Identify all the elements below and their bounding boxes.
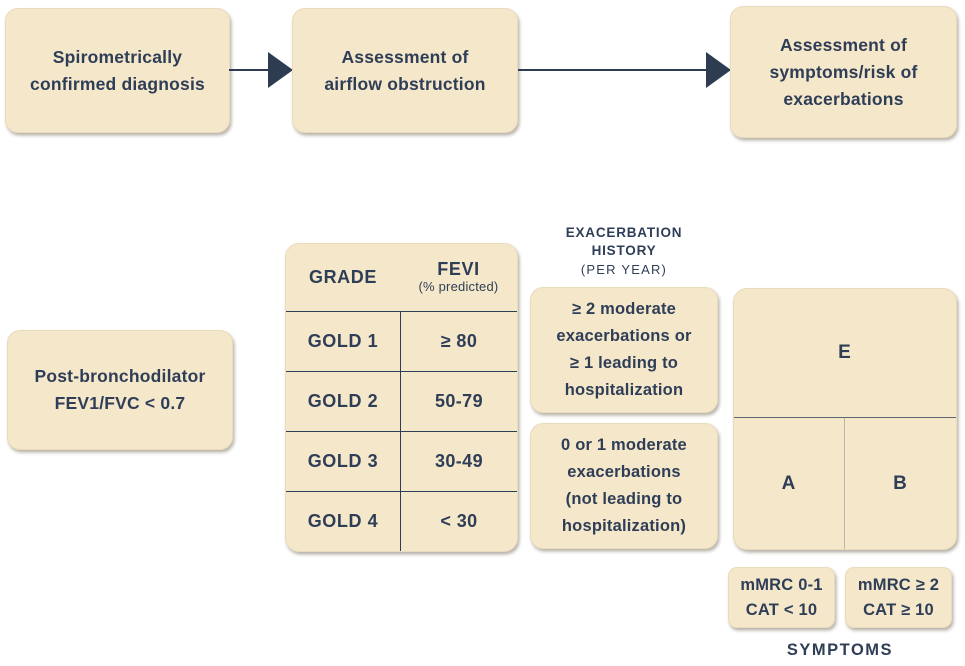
high-exacerbation-risk-label: ≥ 2 moderate exacerbations or ≥ 1 leadin… [556, 300, 692, 399]
table-row: GOLD 3 30-49 [286, 432, 517, 492]
gold-3-grade-cell: GOLD 3 [286, 432, 401, 491]
high-symptoms-box: mMRC ≥ 2 CAT ≥ 10 [845, 567, 952, 628]
abe-group-b-label: B [893, 472, 908, 494]
exacerbation-history-title: EXACERBATION HISTORY [565, 225, 683, 258]
low-exacerbation-risk-label: 0 or 1 moderate exacerbations (not leadi… [561, 436, 687, 535]
table-row: GOLD 4 < 30 [286, 492, 517, 551]
low-symptoms-box: mMRC 0-1 CAT < 10 [728, 567, 835, 628]
high-exacerbation-risk-box: ≥ 2 moderate exacerbations or ≥ 1 leadin… [530, 287, 718, 413]
abe-assessment-grid: E A B [733, 288, 957, 550]
gold-table-fev-header-title: FEVI [437, 259, 480, 279]
post-bronchodilator-box: Post-bronchodilator FEV1/FVC < 0.7 [7, 330, 233, 450]
exacerbation-history-subtitle: (PER YEAR) [580, 262, 668, 277]
gold-4-fev-cell: < 30 [440, 511, 478, 531]
flow-step-airflow-box: Assessment of airflow obstruction [292, 8, 518, 133]
gold-table-grade-header: GRADE [308, 267, 377, 287]
symptoms-axis-label: SYMPTOMS [786, 641, 894, 659]
flow-step-symptoms-label: Assessment of symptoms/risk of exacerbat… [769, 34, 918, 109]
abe-group-a-cell: A [734, 418, 845, 549]
flow-arrow-1-line [229, 68, 271, 71]
gold-2-fev-cell: 50-79 [434, 391, 484, 411]
abe-group-e-label: E [838, 342, 852, 363]
gold-table-fev-header-sub: (% predicted) [418, 279, 499, 294]
gold-table-header-row: GRADE FEVI (% predicted) [286, 244, 517, 312]
abe-group-e-cell: E [734, 289, 956, 418]
abe-group-a-label: A [781, 472, 797, 494]
gold-grade-table: GRADE FEVI (% predicted) GOLD 1 ≥ 80 GOL… [285, 243, 518, 552]
flow-arrow-1-head-icon [268, 52, 293, 88]
exacerbation-history-header: EXACERBATION HISTORY (PER YEAR) [528, 224, 720, 278]
low-exacerbation-risk-box: 0 or 1 moderate exacerbations (not leadi… [530, 423, 718, 549]
table-row: GOLD 1 ≥ 80 [286, 312, 517, 372]
abe-group-b-cell: B [845, 418, 956, 549]
gold-table-fev-header: FEVI (% predicted) [400, 260, 517, 295]
flow-step-spirometry-box: Spirometrically confirmed diagnosis [5, 8, 230, 133]
gold-2-grade-cell: GOLD 2 [286, 372, 401, 431]
flow-step-airflow-label: Assessment of airflow obstruction [324, 46, 486, 94]
abe-grid-bottom-row: A B [734, 418, 956, 549]
gold-1-fev-cell: ≥ 80 [440, 331, 478, 351]
low-symptoms-label: mMRC 0-1 CAT < 10 [740, 575, 823, 619]
flow-step-spirometry-label: Spirometrically confirmed diagnosis [30, 46, 205, 94]
flow-step-symptoms-box: Assessment of symptoms/risk of exacerbat… [730, 6, 957, 138]
gold-1-grade-cell: GOLD 1 [286, 312, 401, 371]
gold-4-grade-cell: GOLD 4 [286, 492, 401, 551]
high-symptoms-label: mMRC ≥ 2 CAT ≥ 10 [857, 575, 940, 619]
flow-arrow-2-head-icon [706, 52, 731, 88]
flow-arrow-2-line [518, 68, 709, 71]
gold-3-fev-cell: 30-49 [434, 451, 484, 471]
table-row: GOLD 2 50-79 [286, 372, 517, 432]
post-bronchodilator-label: Post-bronchodilator FEV1/FVC < 0.7 [34, 366, 206, 413]
